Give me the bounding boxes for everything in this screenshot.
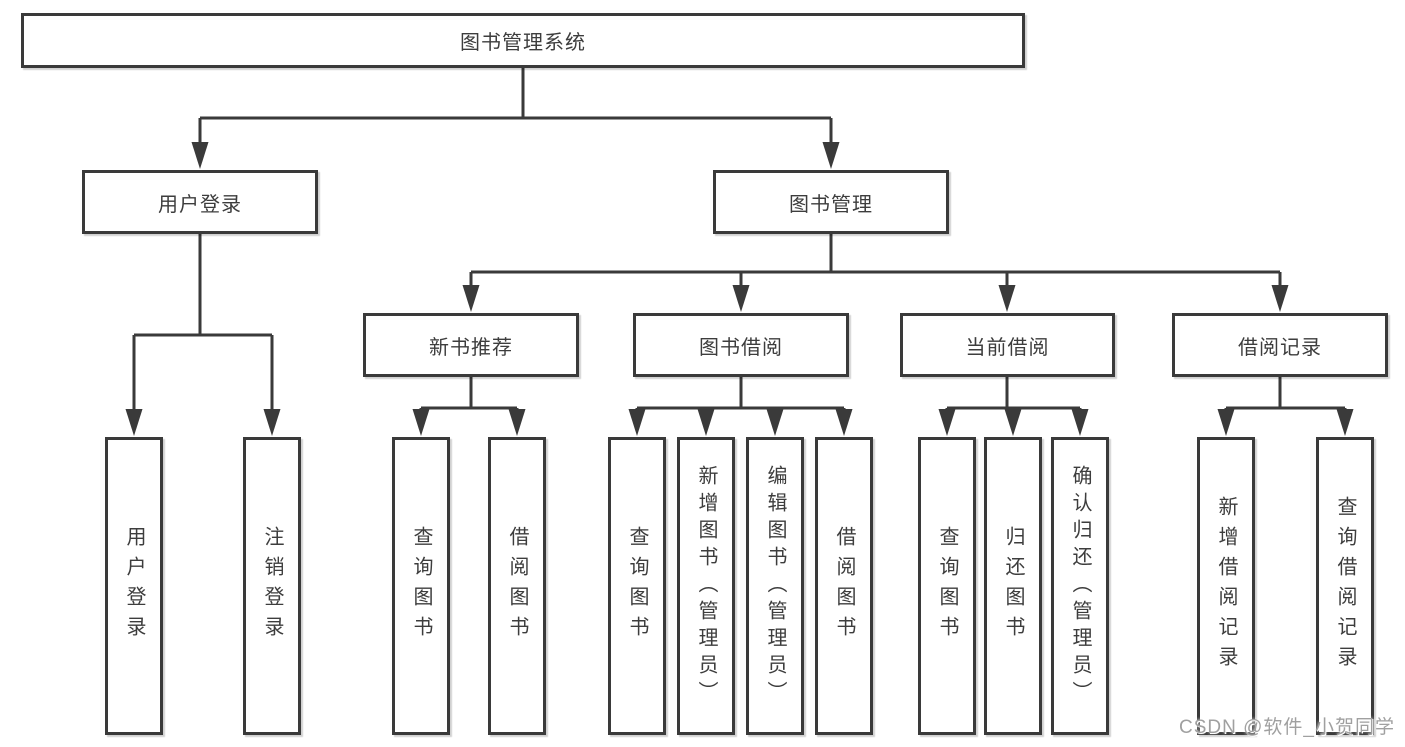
node-label: 归还图书 [1002, 526, 1024, 646]
node-label: 查询图书 [410, 526, 432, 646]
leaf-user-login: 用户登录 [105, 437, 163, 735]
leaf-borrow-books: 借阅图书 [815, 437, 873, 735]
node-label: 图书管理系统 [460, 32, 586, 54]
leaf-edit-books-admin: 编辑图书（管理员） [746, 437, 804, 735]
node-label: 图书管理 [789, 193, 873, 216]
node-label: 用户登录 [158, 193, 242, 216]
node-label: 编辑图书（管理员） [764, 464, 786, 708]
node-label: 查询借阅记录 [1334, 496, 1356, 676]
node-current-borrow: 当前借阅 [900, 313, 1115, 377]
csdn-watermark: CSDN @软件_小贺同学 [1179, 717, 1395, 738]
leaf-return-books: 归还图书 [984, 437, 1042, 735]
leaf-query-books: 查询图书 [392, 437, 450, 735]
node-label: 新增借阅记录 [1215, 496, 1237, 676]
node-label: 借阅图书 [833, 526, 855, 646]
node-label: 确认归还（管理员） [1069, 464, 1091, 708]
node-borrow-records: 借阅记录 [1172, 313, 1388, 377]
node-label: 查询图书 [936, 526, 958, 646]
node-user-login: 用户登录 [82, 170, 318, 234]
node-label: 新增图书（管理员） [695, 464, 717, 708]
leaf-query-borrow-record: 查询借阅记录 [1316, 437, 1374, 735]
node-label: 当前借阅 [965, 336, 1050, 359]
node-book-management: 图书管理 [713, 170, 949, 234]
leaf-query-books: 查询图书 [608, 437, 666, 735]
node-label: 借阅记录 [1238, 336, 1322, 359]
node-label: 注销登录 [261, 526, 283, 646]
leaf-add-books-admin: 新增图书（管理员） [677, 437, 735, 735]
leaf-borrow-books: 借阅图书 [488, 437, 546, 735]
leaf-confirm-return-admin: 确认归还（管理员） [1051, 437, 1109, 735]
leaf-add-borrow-record: 新增借阅记录 [1197, 437, 1255, 735]
node-label: 借阅图书 [506, 526, 528, 646]
node-book-borrow: 图书借阅 [633, 313, 849, 377]
node-label: 图书借阅 [699, 336, 783, 359]
node-label: 查询图书 [626, 526, 648, 646]
node-library-system: 图书管理系统 [21, 13, 1025, 68]
node-label: 用户登录 [123, 526, 145, 646]
node-label: 新书推荐 [429, 336, 513, 359]
node-new-book-recommend: 新书推荐 [363, 313, 579, 377]
leaf-query-books: 查询图书 [918, 437, 976, 735]
leaf-logout: 注销登录 [243, 437, 301, 735]
